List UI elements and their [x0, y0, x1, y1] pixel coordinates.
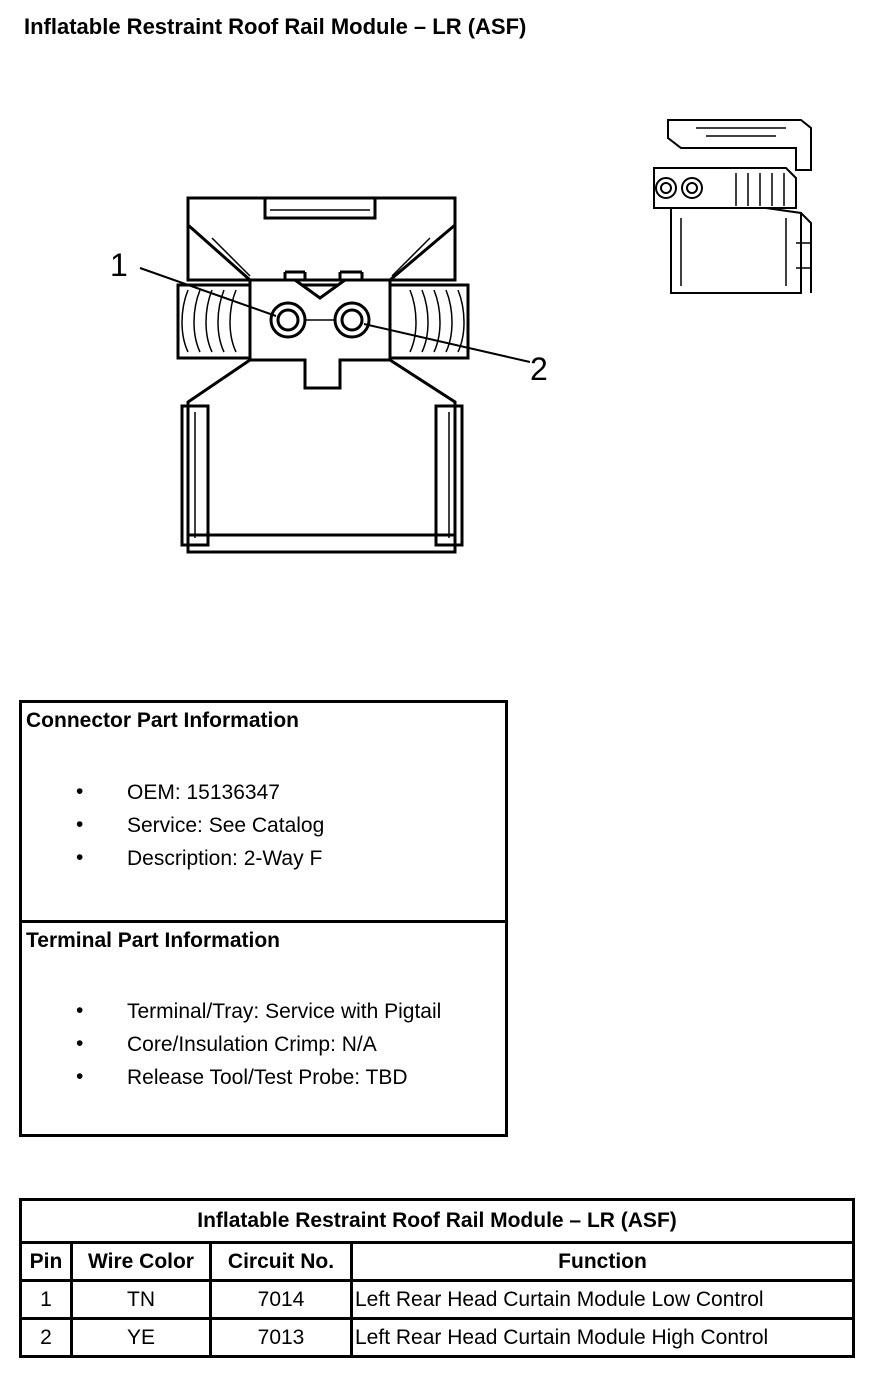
- bullet: •: [76, 1032, 84, 1055]
- bullet: •: [76, 846, 84, 869]
- terminal-part-heading: Terminal Part Information: [26, 929, 280, 952]
- col-header-wire-color: Wire Color: [70, 1241, 212, 1282]
- cell-pin: 1: [19, 1279, 73, 1320]
- terminal-crimp: Core/Insulation Crimp: N/A: [127, 1033, 377, 1056]
- connector-part-section: Connector Part Information • OEM: 151363…: [22, 703, 505, 923]
- bullet: •: [76, 813, 84, 836]
- pin-label-1: 1: [110, 247, 128, 283]
- part-information-box: Connector Part Information • OEM: 151363…: [19, 700, 508, 1137]
- cell-circuit-no: 7013: [209, 1317, 353, 1358]
- cell-function: Left Rear Head Curtain Module High Contr…: [350, 1317, 855, 1358]
- connector-oem: OEM: 15136347: [127, 781, 280, 804]
- col-header-function: Function: [350, 1241, 855, 1282]
- table-row: 1 TN 7014 Left Rear Head Curtain Module …: [19, 1279, 855, 1320]
- pin-label-2: 2: [530, 351, 548, 387]
- bullet: •: [76, 780, 84, 803]
- table-title: Inflatable Restraint Roof Rail Module – …: [19, 1198, 855, 1244]
- connector-description: Description: 2-Way F: [127, 847, 323, 870]
- connector-isometric-thumbnail: [653, 119, 812, 294]
- col-header-circuit-no: Circuit No.: [209, 1241, 353, 1282]
- cell-pin: 2: [19, 1317, 73, 1358]
- table-row: 2 YE 7013 Left Rear Head Curtain Module …: [19, 1317, 855, 1358]
- connector-part-heading: Connector Part Information: [26, 709, 300, 732]
- cell-function: Left Rear Head Curtain Module Low Contro…: [350, 1279, 855, 1320]
- connector-service: Service: See Catalog: [127, 814, 325, 837]
- page-title: Inflatable Restraint Roof Rail Module – …: [24, 14, 527, 39]
- terminal-release-tool: Release Tool/Test Probe: TBD: [127, 1066, 408, 1089]
- bullet: •: [76, 999, 84, 1022]
- cell-wire-color: YE: [70, 1317, 212, 1358]
- cell-wire-color: TN: [70, 1279, 212, 1320]
- terminal-tray: Terminal/Tray: Service with Pigtail: [127, 1000, 442, 1023]
- cell-circuit-no: 7014: [209, 1279, 353, 1320]
- bullet: •: [76, 1065, 84, 1088]
- pinout-table: Inflatable Restraint Roof Rail Module – …: [19, 1198, 855, 1358]
- col-header-pin: Pin: [19, 1241, 73, 1282]
- connector-face-diagram: 1 2: [110, 196, 548, 554]
- terminal-part-section: Terminal Part Information • Terminal/Tra…: [22, 923, 505, 1134]
